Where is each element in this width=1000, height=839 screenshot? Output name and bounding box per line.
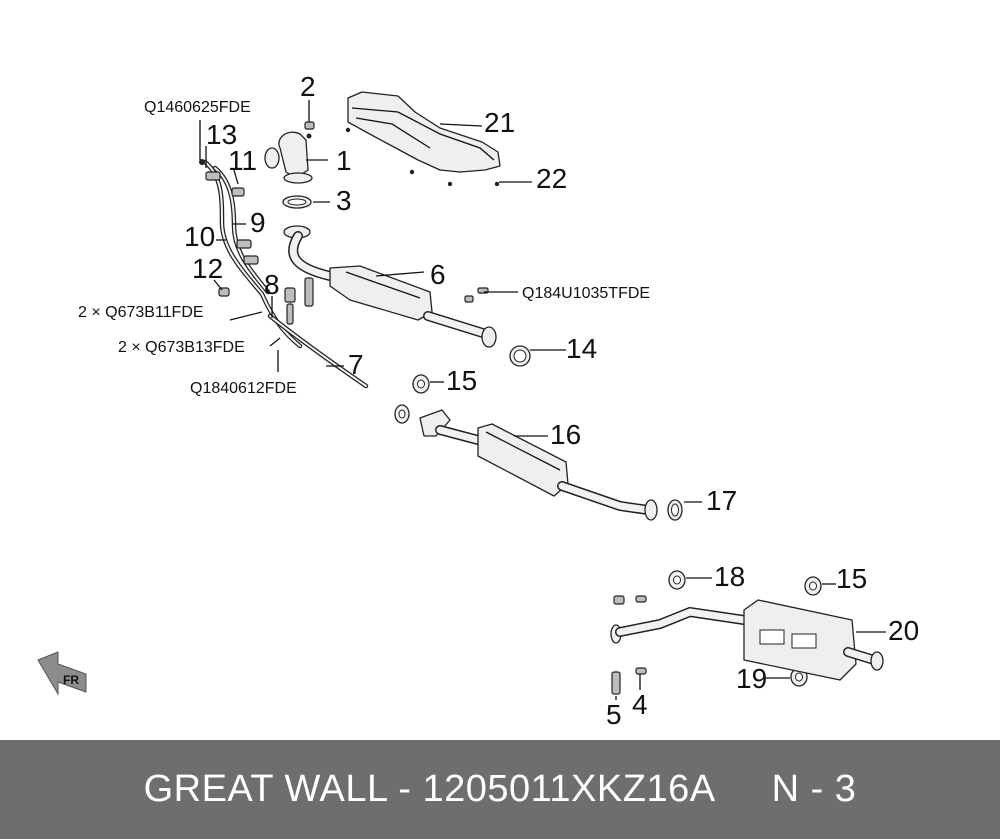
callout-14: 14	[566, 333, 597, 364]
catalyst-bolts	[464, 287, 489, 303]
callout-17: 17	[706, 485, 737, 516]
part-code-labels: Q1460625FDE Q184U1035TFDE 2 × Q673B11FDE…	[78, 99, 650, 397]
callout-2: 2	[300, 71, 316, 102]
rear-bolts	[611, 595, 647, 695]
callout-15-rear: 15	[836, 563, 867, 594]
part-code-q184u1035tfde: Q184U1035TFDE	[522, 285, 650, 302]
callout-8: 8	[264, 269, 280, 300]
callout-7: 7	[348, 349, 364, 380]
callout-13: 13	[206, 119, 237, 150]
heat-shield	[345, 91, 501, 187]
sensor-bolts	[284, 277, 314, 325]
rubber-hanger	[394, 374, 430, 424]
callout-1: 1	[336, 145, 352, 176]
callout-labels: 2 21 1 22 3 6 14 15 16 17 18 15 20 19 4 …	[184, 71, 919, 730]
footer-bar: GREAT WALL - 1205011XKZ16A N - 3	[0, 740, 1000, 839]
sensor-wire	[267, 313, 369, 389]
exhaust-system-diagram: FR 2 21 1 22 3 6	[37, 71, 919, 730]
part-code-q1840612fde: Q1840612FDE	[190, 380, 297, 397]
footer-page-ref: N - 3	[771, 768, 857, 810]
footer-part-number: GREAT WALL - 1205011XKZ16A	[143, 768, 716, 810]
gasket	[282, 195, 312, 209]
callout-18: 18	[714, 561, 745, 592]
callout-6: 6	[430, 259, 446, 290]
front-direction-arrow-icon: FR	[37, 651, 87, 696]
callout-10: 10	[184, 221, 215, 252]
callout-4: 4	[632, 689, 648, 720]
callout-19: 19	[736, 663, 767, 694]
rear-muffler	[610, 599, 884, 681]
callout-9: 9	[250, 207, 266, 238]
part-code-q673b13fde: 2 × Q673B13FDE	[118, 339, 245, 356]
center-muffler	[419, 409, 658, 521]
callout-16: 16	[550, 419, 581, 450]
leader-lines	[199, 100, 886, 700]
part-code-q1460625fde: Q1460625FDE	[144, 99, 251, 116]
callout-5: 5	[606, 699, 622, 730]
gasket-ring	[509, 345, 531, 367]
callout-12: 12	[192, 253, 223, 284]
front-flange-pipe	[264, 131, 313, 184]
callout-3: 3	[336, 185, 352, 216]
catalytic-converter-assembly	[283, 225, 497, 348]
callout-11: 11	[228, 145, 257, 176]
callout-20: 20	[888, 615, 919, 646]
part-code-q673b11fde: 2 × Q673B11FDE	[78, 304, 204, 321]
gasket-ring-rear	[667, 499, 683, 521]
callout-21: 21	[484, 107, 515, 138]
nut	[304, 121, 315, 139]
callout-15-front: 15	[446, 365, 477, 396]
callout-22: 22	[536, 163, 567, 194]
direction-label: FR	[63, 673, 79, 687]
